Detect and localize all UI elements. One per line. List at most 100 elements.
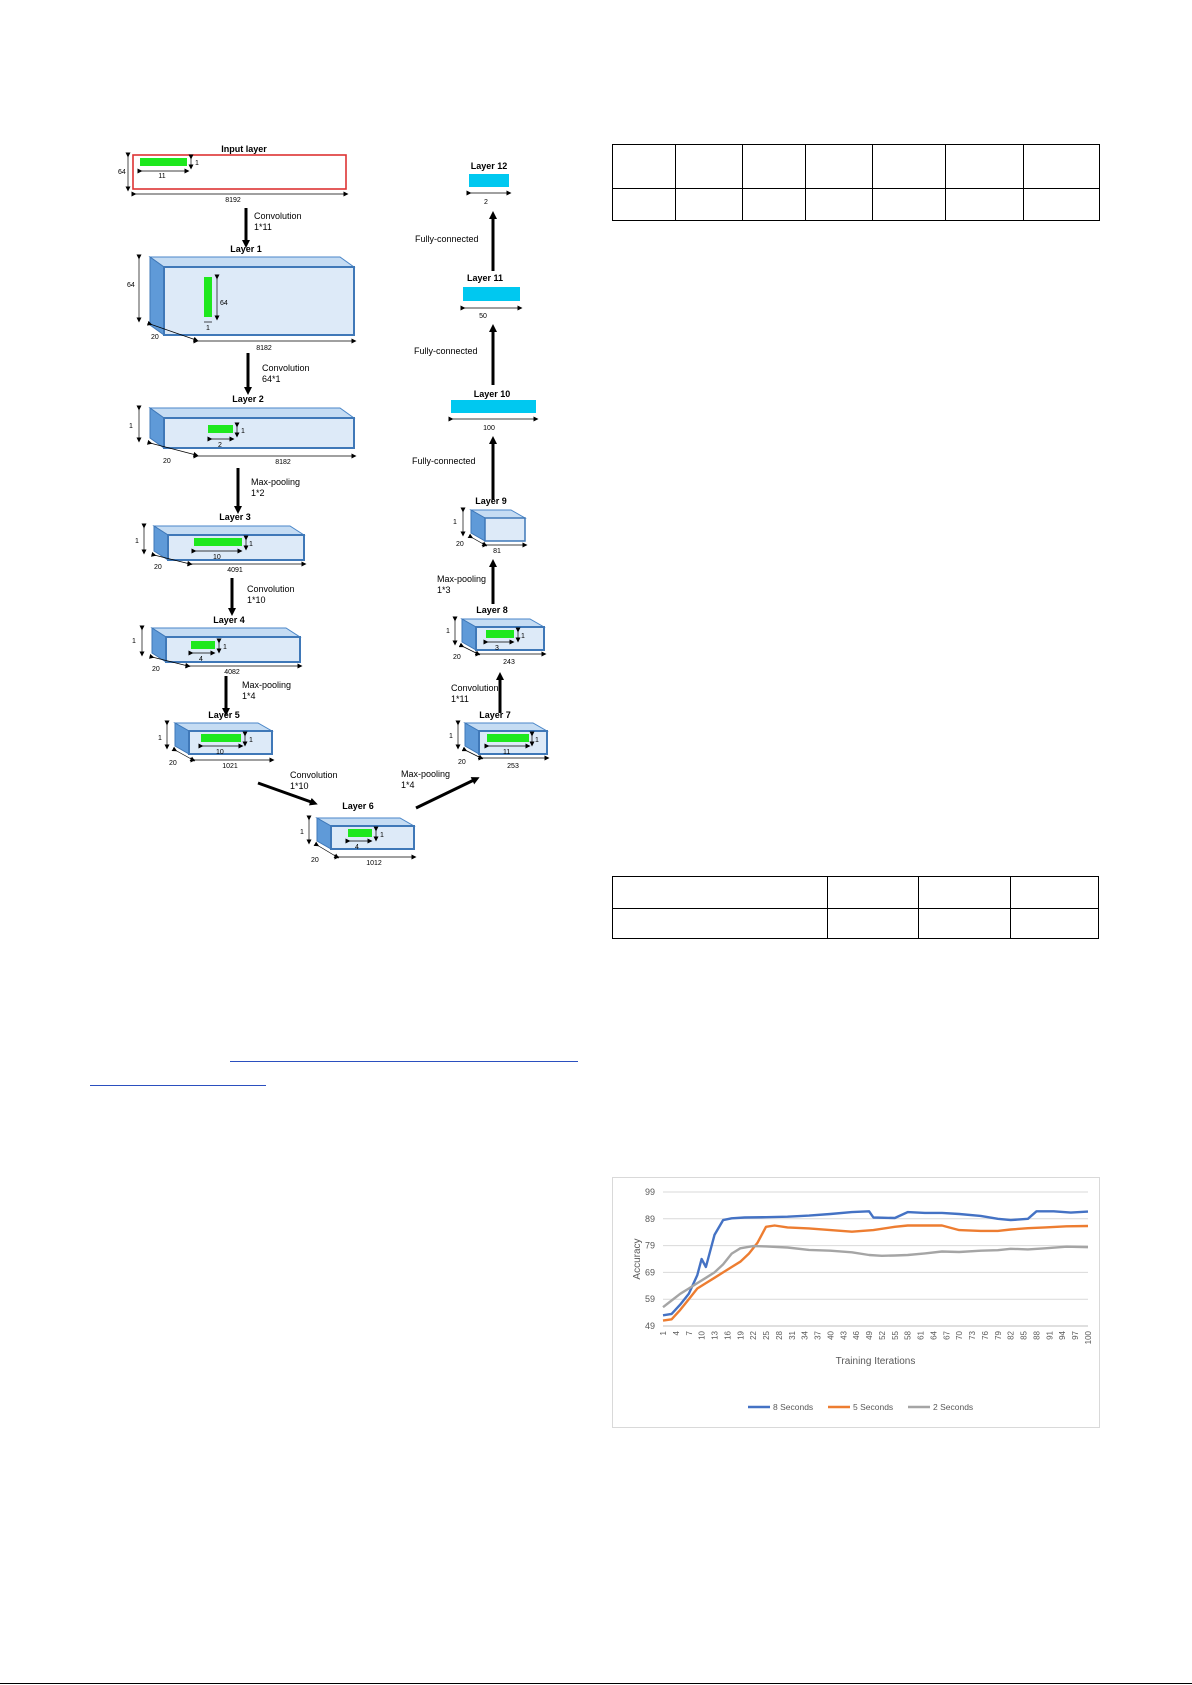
input-kernel-h: 1 (195, 160, 199, 167)
series-line (662, 1224, 1089, 1322)
table-cell (742, 188, 806, 221)
page-bottom-rule (0, 1683, 1192, 1684)
input-kernel (140, 158, 187, 166)
y-tick-label: 79 (645, 1241, 655, 1251)
kernel (194, 538, 242, 546)
op-label: Convolution (247, 584, 295, 594)
x-tick-label: 19 (736, 1330, 745, 1339)
layer-title: Layer 7 (479, 710, 511, 720)
kernel-w: 10 (213, 554, 221, 561)
x-tick-label: 91 (1045, 1330, 1054, 1339)
legend-label: 2 Seconds (933, 1402, 973, 1412)
kernel (201, 734, 241, 742)
y-tick-label: 99 (645, 1187, 655, 1197)
kernel (204, 277, 212, 317)
fc-layer-bar (463, 287, 520, 301)
op-label: Convolution (262, 363, 310, 373)
y-tick-label: 49 (645, 1321, 655, 1331)
x-tick-label: 40 (826, 1330, 835, 1339)
kernel-w: 1 (206, 325, 210, 332)
kernel (348, 829, 372, 837)
layer-height: 1 (453, 519, 457, 526)
op-label: Max-pooling (437, 574, 486, 584)
kernel-h: 1 (223, 644, 227, 651)
layer-width: 243 (503, 659, 515, 666)
kernel-h: 1 (241, 428, 245, 435)
x-tick-label: 37 (814, 1330, 823, 1339)
x-tick-label: 58 (904, 1330, 913, 1339)
x-tick-label: 55 (891, 1330, 900, 1339)
kernel-h: 1 (249, 541, 253, 548)
table-cell (872, 144, 946, 189)
x-tick-label: 4 (672, 1330, 681, 1335)
series-line (662, 1210, 1089, 1317)
kernel-h: 1 (249, 737, 253, 744)
layer-title: Layer 11 (467, 273, 503, 283)
y-tick-label: 89 (645, 1214, 655, 1224)
y-axis-title: Accuracy (632, 1238, 643, 1279)
x-tick-label: 10 (698, 1330, 707, 1339)
layer-width: 100 (483, 425, 495, 432)
hyperlink-underline[interactable] (90, 1085, 266, 1086)
table-cell (612, 908, 828, 939)
table-cell (612, 188, 676, 221)
layer-title: Layer 1 (230, 244, 262, 254)
x-tick-label: 70 (955, 1330, 964, 1339)
layer-height: 1 (158, 735, 162, 742)
x-tick-label: 52 (878, 1330, 887, 1339)
op-label: Convolution (254, 211, 302, 221)
x-tick-label: 76 (981, 1330, 990, 1339)
op-label: Fully-connected (412, 456, 476, 466)
x-tick-label: 67 (942, 1330, 951, 1339)
layer-depth: 20 (453, 654, 461, 661)
table-cell (1010, 908, 1099, 939)
kernel-w: 3 (495, 645, 499, 652)
kernel-w: 10 (216, 749, 224, 756)
kernel-h: 1 (521, 633, 525, 640)
kernel-w: 2 (218, 442, 222, 449)
x-tick-label: 79 (994, 1330, 1003, 1339)
kernel (486, 630, 514, 638)
table-cell (612, 144, 676, 189)
kernel (487, 734, 529, 742)
layer-height: 1 (300, 829, 304, 836)
layer-title: Layer 10 (474, 389, 511, 399)
kernel-h: 64 (220, 300, 228, 307)
layer-depth: 20 (458, 759, 466, 766)
x-tick-label: 13 (711, 1330, 720, 1339)
input-layer-title: Input layer (221, 144, 267, 154)
layer-width: 81 (493, 548, 501, 555)
x-tick-label: 22 (749, 1330, 758, 1339)
layer-depth: 20 (151, 334, 159, 341)
op-label: Fully-connected (415, 234, 479, 244)
op-size: 1*4 (401, 780, 415, 790)
fc-layer-bar (469, 174, 509, 187)
op-label: Max-pooling (242, 680, 291, 690)
layer-width: 50 (479, 313, 487, 320)
x-tick-label: 28 (775, 1330, 784, 1339)
layer-title: Layer 9 (475, 496, 507, 506)
op-label: Fully-connected (414, 346, 478, 356)
kernel (191, 641, 215, 649)
op-label: Convolution (290, 770, 338, 780)
table-cell (1010, 876, 1099, 909)
y-tick-label: 69 (645, 1267, 655, 1277)
x-tick-label: 31 (788, 1330, 797, 1339)
input-kernel-w: 11 (158, 173, 165, 180)
input-width: 8192 (225, 197, 241, 204)
table-cell (918, 908, 1011, 939)
x-tick-label: 82 (1007, 1330, 1016, 1339)
op-size: 1*11 (451, 694, 469, 704)
op-label: Max-pooling (401, 769, 450, 779)
legend-label: 5 Seconds (853, 1402, 893, 1412)
x-axis-title: Training Iterations (836, 1356, 916, 1367)
table-top (612, 144, 1100, 221)
layer-title: Layer 4 (213, 615, 245, 625)
op-size: 1*11 (254, 222, 272, 232)
x-tick-label: 64 (929, 1330, 938, 1339)
x-tick-label: 73 (968, 1330, 977, 1339)
kernel-h: 1 (535, 737, 539, 744)
layer-width: 4091 (227, 567, 243, 574)
hyperlink-underline[interactable] (230, 1061, 578, 1062)
legend-label: 8 Seconds (773, 1402, 813, 1412)
